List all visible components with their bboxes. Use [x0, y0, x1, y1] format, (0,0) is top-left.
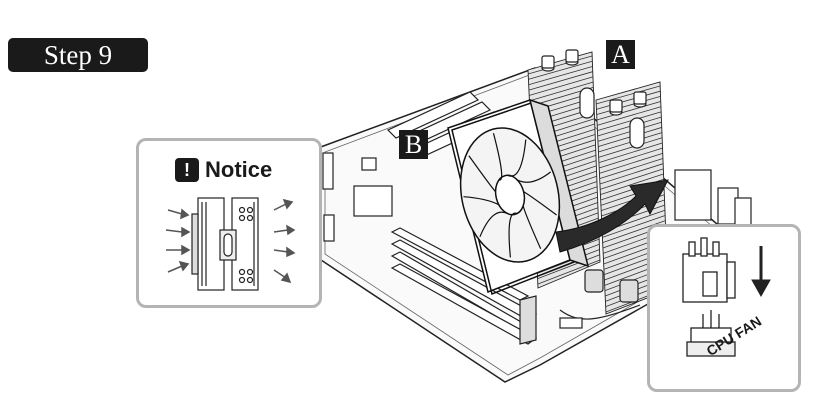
connector-diagram: [682, 237, 771, 357]
airflow-arrows-in: [165, 208, 191, 273]
airflow-arrows-out: [273, 198, 296, 284]
cpu-fan: [447, 98, 590, 296]
insert-arrow: [751, 246, 771, 298]
airflow-diagram: [165, 197, 296, 291]
step-label: Step 9: [8, 38, 148, 72]
chipset: [322, 152, 393, 242]
ram-slots: [390, 227, 538, 345]
notice-inset: ! Notice: [136, 138, 322, 308]
heat-pipes: [541, 49, 647, 149]
motherboard-header: [686, 310, 736, 357]
cpu-mount: [584, 269, 639, 303]
fan-plug: [682, 237, 736, 303]
exclamation-icon: !: [175, 158, 199, 182]
fan-cable: [559, 304, 641, 329]
notice-title: Notice: [205, 157, 273, 182]
badge-a: A: [606, 40, 635, 69]
install-direction-arrow: [555, 179, 669, 253]
fan-connector-inset: CPU FAN: [647, 224, 801, 392]
notice-header: ! Notice: [175, 157, 272, 183]
badge-b: B: [399, 130, 428, 159]
top-view-cooler: [191, 197, 259, 291]
